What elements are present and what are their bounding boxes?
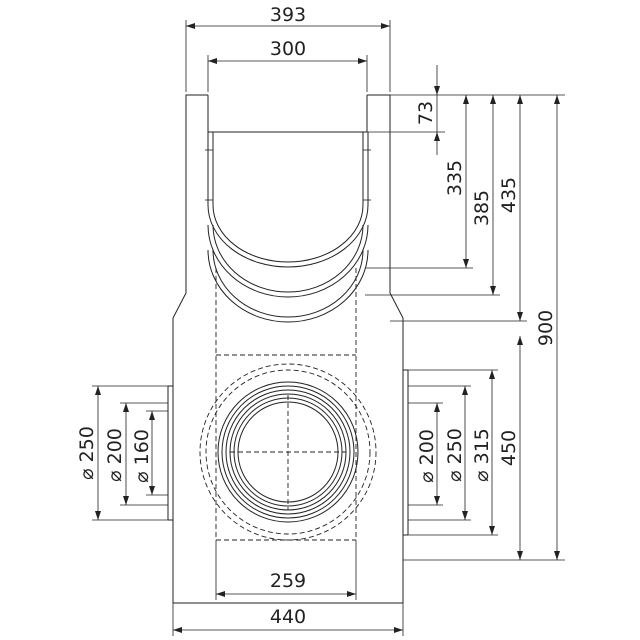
- dim-440: 440: [172, 603, 404, 636]
- dim-335: 335: [444, 95, 469, 268]
- dim-385: 385: [471, 95, 496, 295]
- dim-435: 435: [498, 95, 523, 321]
- dim-450: 450: [498, 336, 523, 560]
- dim-440-label: 440: [270, 606, 306, 628]
- dim-385-label: 385: [471, 190, 493, 226]
- dim-73-label: 73: [415, 101, 437, 125]
- pipe-connection: [199, 363, 377, 541]
- hidden-lines: [215, 268, 357, 541]
- right-d315-label: ⌀ 315: [471, 428, 493, 482]
- dim-450-label: 450: [498, 430, 520, 466]
- left-d250-label: ⌀ 250: [76, 426, 98, 480]
- left-d160-label: ⌀ 160: [131, 429, 153, 483]
- right-d200-label: ⌀ 200: [416, 429, 438, 483]
- dim-73: 73: [415, 65, 440, 155]
- dim-335-label: 335: [444, 160, 466, 196]
- dim-300: 300: [207, 38, 368, 92]
- right-d250-label: ⌀ 250: [444, 428, 466, 482]
- dim-393: 393: [185, 4, 391, 92]
- dim-259: 259: [215, 540, 357, 600]
- dim-435-label: 435: [498, 177, 520, 213]
- left-d200-label: ⌀ 200: [104, 428, 126, 482]
- body-outline: [172, 94, 404, 604]
- dim-259-label: 259: [270, 570, 306, 592]
- dim-900-label: 900: [535, 310, 557, 346]
- left-diameter-dims: ⌀ 250 ⌀ 200 ⌀ 160: [76, 385, 168, 521]
- channel-profiles: [205, 132, 371, 323]
- right-inlet-stubs: [403, 369, 409, 536]
- dim-300-label: 300: [270, 38, 306, 60]
- dim-393-label: 393: [270, 4, 306, 26]
- right-ext-lines: [365, 94, 565, 561]
- dim-900: 900: [535, 95, 560, 560]
- left-inlet-stubs: [167, 385, 173, 521]
- right-diameter-dims: ⌀ 200 ⌀ 250 ⌀ 315: [408, 369, 498, 536]
